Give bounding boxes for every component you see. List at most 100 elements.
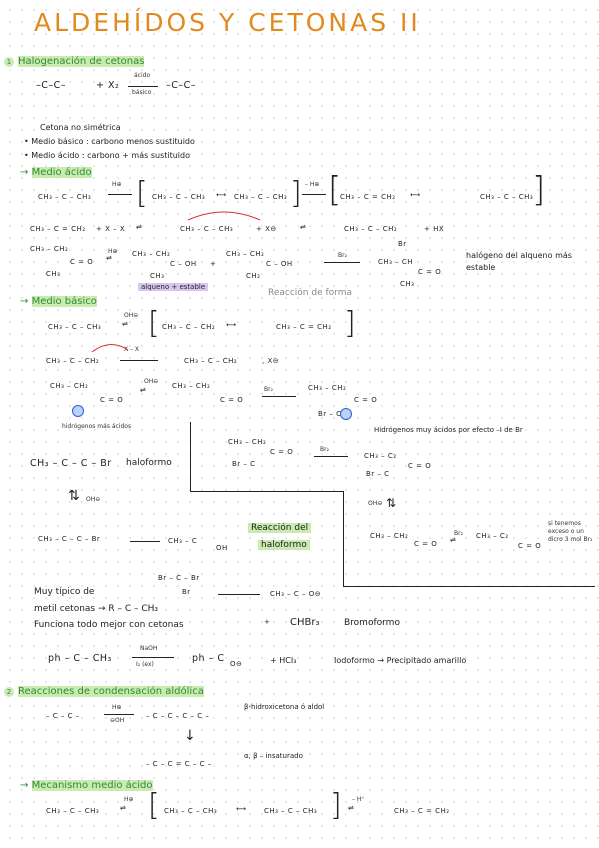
acid-medium-label: Medio ácido xyxy=(31,167,92,178)
bottom-int1: CH₃ – CH₂ xyxy=(370,532,409,540)
reaction-arrow xyxy=(130,541,160,542)
basic-row3-left2: C = O xyxy=(100,396,124,404)
acid-medium-heading: → Medio ácido xyxy=(20,167,92,178)
acid-row3-enol3: CH₂ xyxy=(246,272,261,280)
mechanism-label: Mecanismo medio ácido xyxy=(31,780,153,791)
note-acid-text: Medio ácido : carbono + más sustituido xyxy=(31,151,190,160)
acid-row1-catalyst: H⊕ xyxy=(112,181,122,188)
acidic-hydrogen-circle xyxy=(340,408,352,420)
acid-row2-left: CH₃ – C = CH₂ xyxy=(30,225,86,233)
reaction-arrow xyxy=(262,396,296,397)
reaction-arrow xyxy=(128,86,158,87)
divider-line xyxy=(343,491,344,587)
aldol-left: – C – C – xyxy=(46,712,80,720)
bracket-open: [ xyxy=(328,170,342,210)
typical-line3: Funciona todo mejor con cetonas xyxy=(34,620,184,630)
basic-row3-left: CH₃ – CH₂ xyxy=(50,382,89,390)
aldol-cat-top: H⊕ xyxy=(112,704,122,711)
arrow-label-bottom: básico xyxy=(132,89,152,96)
electron-arrow xyxy=(91,344,129,353)
section-number-badge: 1 xyxy=(4,57,14,67)
equilibrium-arrow: ⇅ xyxy=(68,488,81,504)
acid-row3-prod-br: Br xyxy=(398,240,407,248)
ph-right2: O⊖ xyxy=(230,660,243,668)
basic-medium-heading: → Medio básico xyxy=(20,296,97,307)
bracket-open: [ xyxy=(148,788,161,823)
bracket-open: [ xyxy=(148,306,161,341)
basic-row1-b: CH₃ – C = CH₂ xyxy=(276,323,332,331)
side-note: si tenemos exceso o un dicro 3 mol Br₂ xyxy=(548,520,593,543)
mid-right3: C = O xyxy=(408,462,432,470)
halogenation-reactant: –C–C– xyxy=(36,80,67,91)
resonance-arrow: ⟷ xyxy=(226,321,237,329)
typical-line2: metil cetonas → R – C – CH₃ xyxy=(34,604,159,614)
aldol-label: β-hidroxicetona ó aldol xyxy=(244,703,325,711)
divider-line xyxy=(190,491,344,492)
mid-block2: C = O xyxy=(270,448,294,456)
basic-row3-right: CH₃ – CH₂ xyxy=(308,384,347,392)
unsaturated-label: α, β – insaturado xyxy=(244,752,303,760)
divider-line xyxy=(190,422,191,492)
bracket-close: ] xyxy=(290,176,303,211)
acid-row3-note: halógeno del alqueno más estable xyxy=(466,250,590,274)
acid-row3-left-top: CH₃ – CH₂ xyxy=(30,245,69,253)
resonance-arrow: ⟷ xyxy=(236,805,247,813)
typical-line1: Muy típico de xyxy=(34,587,95,597)
mech-right: CH₃ – C = CH₂ xyxy=(394,807,450,815)
haloform-label: haloformo xyxy=(126,458,172,468)
acid-row2-hx: + HX xyxy=(424,225,445,233)
equilibrium-arrow xyxy=(302,194,326,195)
equilibrium-arrow: ⇌ xyxy=(122,320,129,328)
bracket-open: [ xyxy=(136,176,149,211)
basic-row2-xm: , X⊖ xyxy=(262,357,280,365)
haloform-int: CH₃ – C – C – Br xyxy=(38,535,101,543)
cbr3: Br – C – Br xyxy=(158,574,200,582)
arrow-label-top: ácido xyxy=(134,72,151,79)
haloform-prod: CH₃ – C xyxy=(168,537,198,545)
resonance-arrow: ⟷ xyxy=(410,191,421,199)
haloform-left: CH₃ – C – C – Br xyxy=(30,458,112,469)
acidic-hydrogen-circle xyxy=(72,405,84,417)
stable-alkene-label: alqueno + estable xyxy=(138,283,209,291)
acid-row3-plus: + xyxy=(210,260,217,268)
note-basic: • Medio básico : carbono menos sustituid… xyxy=(24,137,195,146)
aldol-right: – C – C – C – C – xyxy=(146,712,210,720)
note-basic-text: Medio básico : carbono menos sustituido xyxy=(31,137,195,146)
basic-row3-br: Br₂ xyxy=(264,386,273,393)
basic-row3-right2: C = O xyxy=(354,396,378,404)
equilibrium-arrow: ⇌ xyxy=(450,536,457,544)
electron-arrow xyxy=(187,211,261,221)
ph-reagent-top: NaOH xyxy=(140,645,158,652)
acid-row3-note-text: halógeno del alqueno más estable xyxy=(466,251,572,272)
haloform-acetate: CH₃ – C – O⊖ xyxy=(270,590,322,598)
bromoform-plus: + xyxy=(264,618,271,626)
bottom-int2: C = O xyxy=(414,540,438,548)
reaction-arrow xyxy=(120,360,158,361)
ph-right: ph – C xyxy=(192,653,225,664)
reaction-box-label2: haloformo xyxy=(258,540,310,550)
mech-b: CH₃ – C – CH₃ xyxy=(264,807,318,815)
acid-row3-mid2: C – OH xyxy=(170,260,197,268)
mech-a: CH₃ – C – CH₃ xyxy=(164,807,218,815)
acid-row1-reactant: CH₃ – C – CH₃ xyxy=(38,193,92,201)
reaction-arrow xyxy=(218,594,260,595)
acid-row3-left-bot: CH₃ xyxy=(46,270,61,278)
basic-row1-left: CH₃ – C – CH₃ xyxy=(48,323,102,331)
acid-row1-enol-b: CH₃ – C – CH₃ xyxy=(480,193,534,201)
bracket-close: ] xyxy=(532,170,546,210)
acid-row3-mid3: CH₃ xyxy=(150,272,165,280)
acid-row1-res-b: CH₃ – C – CH₃ xyxy=(234,193,288,201)
page-title: ALDEHÍDOS Y CETONAS II xyxy=(34,8,421,37)
reaction-box-label1: Reacción del xyxy=(248,523,312,533)
basic-row3-right3: Br – CH xyxy=(318,410,348,418)
bracket-close: ] xyxy=(330,788,343,823)
reaction-arrow xyxy=(324,262,360,263)
mech-cat: H⊕ xyxy=(124,796,134,803)
mid-right2: Br – C xyxy=(366,470,390,478)
equilibrium-arrow: ⇌ xyxy=(136,223,143,231)
unsaturated-product: – C – C = C – C – xyxy=(146,760,212,768)
halogenation-product: –C–C– xyxy=(166,80,197,91)
down-arrow: ↓ xyxy=(184,728,197,744)
mechanism-heading: → Mecanismo medio ácido xyxy=(20,780,153,791)
